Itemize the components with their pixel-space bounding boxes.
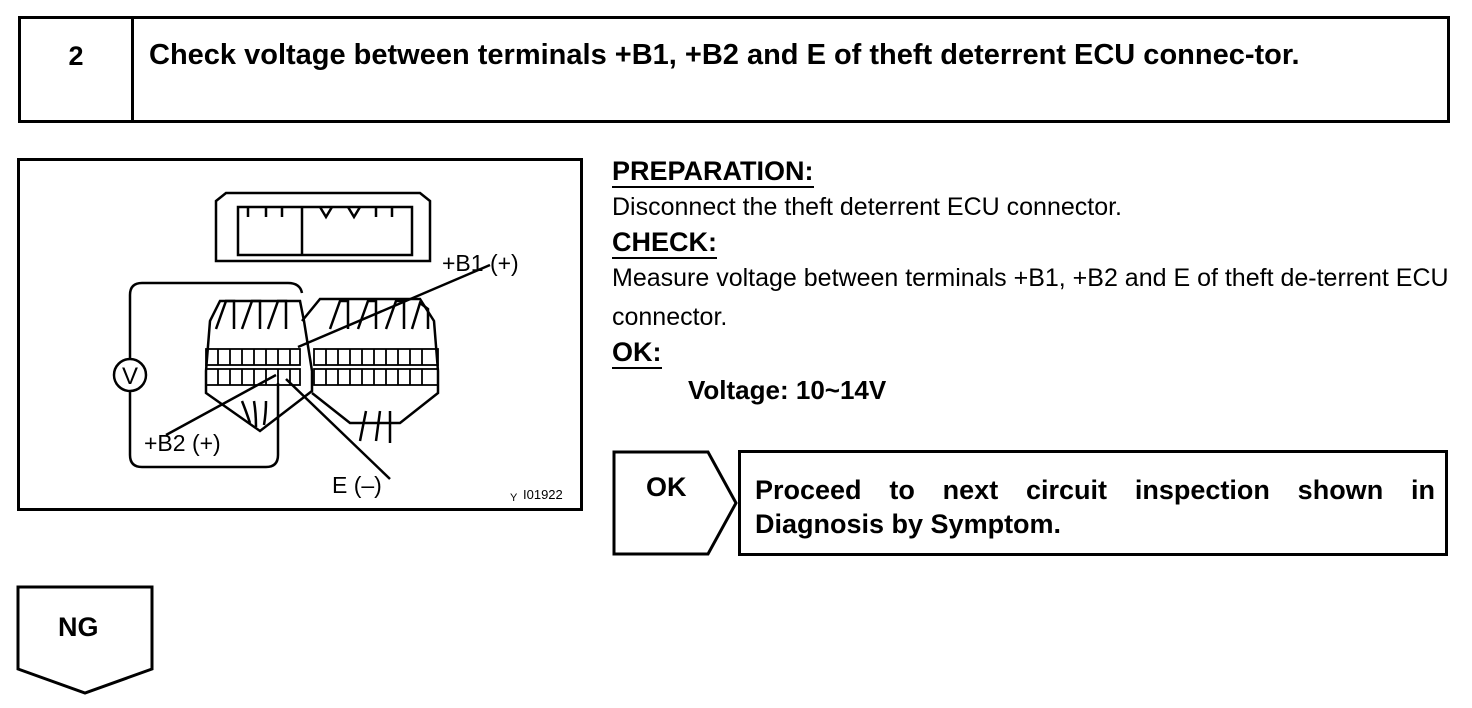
connector-figure: V +B1 (+) +B2 (+) E (–) Y I01922: [17, 158, 583, 511]
check-heading: CHECK:: [612, 227, 717, 259]
check-text: Measure voltage between terminals +B1, +…: [612, 264, 1449, 331]
step-number: 2: [21, 19, 134, 120]
step-title: Check voltage between terminals +B1, +B2…: [149, 39, 1300, 71]
proceed-text: Proceed to next circuit inspection shown…: [755, 475, 1435, 539]
connector-diagram: V +B1 (+) +B2 (+) E (–) Y I01922: [112, 191, 563, 504]
label-b2: +B2 (+): [144, 430, 221, 456]
ok-arrow-shape: [612, 450, 738, 556]
preparation-heading: PREPARATION:: [612, 156, 814, 188]
figure-code-prefix: Y: [510, 492, 518, 504]
ok-label: OK: [646, 472, 687, 502]
ng-arrow-shape: [16, 585, 154, 695]
figure-code: I01922: [523, 487, 563, 502]
ok-heading: OK:: [612, 337, 662, 369]
instructions: PREPARATION: Disconnect the theft deterr…: [612, 156, 1452, 406]
ok-spec-text: Voltage: 10~14V: [688, 375, 887, 405]
label-e: E (–): [332, 472, 382, 498]
ng-label: NG: [58, 612, 99, 642]
proceed-box: Proceed to next circuit inspection shown…: [738, 450, 1448, 556]
voltmeter-label: V: [122, 363, 138, 390]
label-b1: +B1 (+): [442, 250, 519, 276]
step-header: 2 Check voltage between terminals +B1, +…: [18, 16, 1450, 123]
voltmeter-icon: [112, 357, 148, 393]
preparation-text: Disconnect the theft deterrent ECU conne…: [612, 193, 1122, 221]
